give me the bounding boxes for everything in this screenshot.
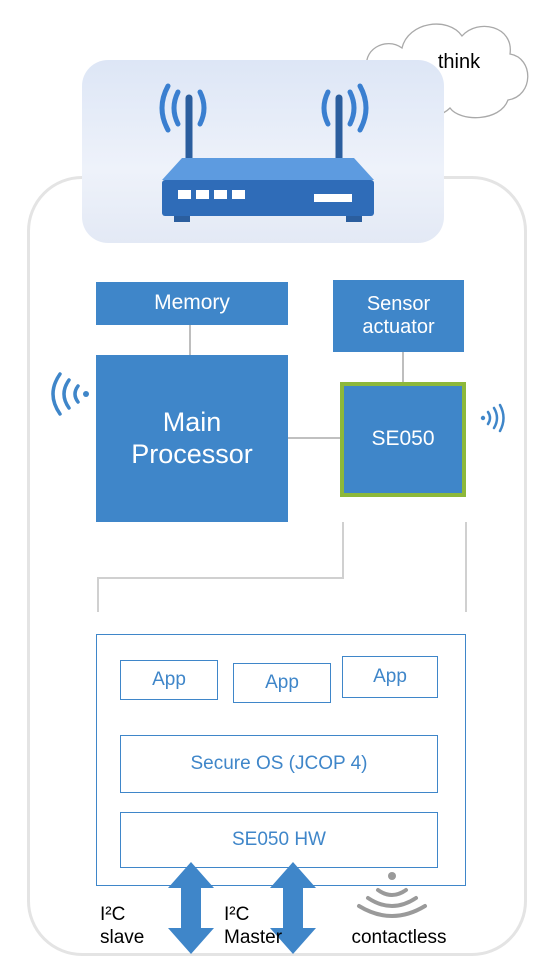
main-label-line2: Processor <box>131 438 253 469</box>
main-label-line1: Main <box>162 407 222 438</box>
se050-hw-label: SE050 HW <box>232 829 326 850</box>
memory-label: Memory <box>154 291 230 315</box>
secure-os-box: Secure OS (JCOP 4) <box>120 735 438 793</box>
i2c-master-line2: Master <box>224 926 283 948</box>
app-box-3: App <box>342 656 438 698</box>
se050-label: SE050 <box>371 427 435 451</box>
app-box-2: App <box>233 663 331 703</box>
i2c-master-label: I²C Master <box>224 904 304 950</box>
wireless-left-icon <box>51 372 89 416</box>
wireless-right-icon <box>480 403 505 433</box>
sensor-actuator-block: Sensor actuator <box>333 280 464 352</box>
se050-hw-box: SE050 HW <box>120 812 438 868</box>
se050-block: SE050 <box>340 382 466 497</box>
sensor-label-line2: actuator <box>362 316 435 338</box>
app-label-1: App <box>152 669 186 690</box>
sensor-label-line1: Sensor <box>366 293 431 315</box>
secure-os-label: Secure OS (JCOP 4) <box>190 753 368 774</box>
contactless-icon <box>357 872 427 918</box>
main-processor-block: Main Processor <box>96 355 288 522</box>
router-icon <box>159 83 374 222</box>
app-label-3: App <box>373 666 407 687</box>
app-label-2: App <box>265 672 299 693</box>
i2c-slave-line2: slave <box>100 926 145 948</box>
i2c-slave-line1: I²C <box>100 904 126 925</box>
cloud-label: think <box>437 51 481 73</box>
i2c-slave-label: I²C slave <box>100 904 170 950</box>
contactless-label: contactless <box>351 927 447 948</box>
memory-block: Memory <box>96 282 288 325</box>
app-box-1: App <box>120 660 218 700</box>
i2c-slave-arrow <box>168 862 214 954</box>
i2c-master-arrow <box>270 862 316 954</box>
i2c-master-line1: I²C <box>224 904 250 925</box>
